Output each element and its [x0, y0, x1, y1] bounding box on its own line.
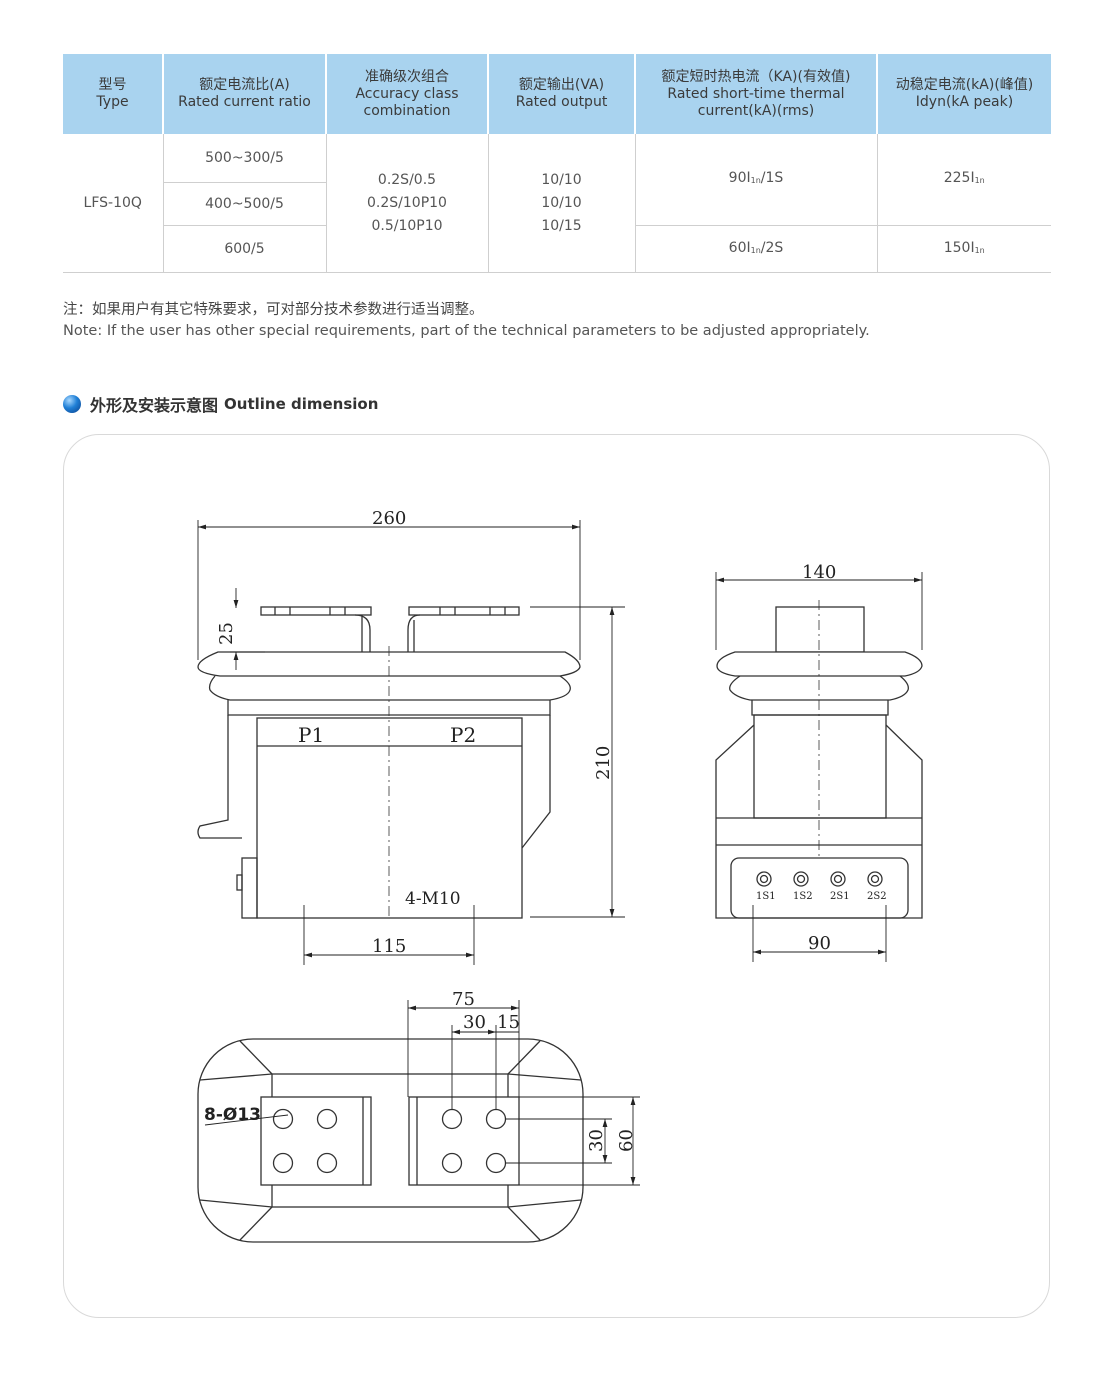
header-ratio: 额定电流比(A)Rated current ratio	[163, 54, 327, 134]
dim-vert-60: 60	[616, 1129, 637, 1152]
cell-type: LFS-10Q	[63, 134, 164, 273]
label-p1: P1	[298, 723, 324, 747]
label-mount-bolts: 4-M10	[405, 889, 461, 909]
dim-front-width: 260	[372, 508, 406, 529]
label-p2: P2	[450, 723, 476, 747]
cell-ratio-1: 500~300/5	[163, 134, 327, 183]
cell-output: 10/10 10/10 10/15	[488, 134, 636, 273]
table-row: 600/5 60I1n/2S 150I1n	[63, 225, 1051, 273]
header-output: 额定输出(VA)Rated output	[488, 54, 636, 134]
cell-thermal-2: 60I1n/2S	[635, 225, 878, 273]
label-holes: 8-Ø13	[204, 1105, 261, 1125]
front-dimensions	[197, 520, 625, 965]
header-thermal: 额定短时热电流（KA)(有效值)Rated short-time thermal…	[635, 54, 878, 134]
cell-ratio-2: 400~500/5	[163, 182, 327, 226]
dim-top-30: 30	[463, 1012, 486, 1033]
dim-mount-spacing: 115	[372, 936, 406, 957]
section-title-en: Outline dimension	[224, 395, 379, 413]
blue-bullet-icon	[63, 395, 81, 413]
cell-dynamic-2: 150I1n	[877, 225, 1051, 273]
section-title: 外形及安装示意图 Outline dimension	[63, 393, 378, 415]
note-english: Note: If the user has other special requ…	[63, 323, 870, 339]
cell-dynamic-1: 225I1n	[877, 134, 1051, 226]
top-view	[197, 1038, 584, 1243]
header-dynamic: 动稳定电流(kA)(峰值)Idyn(kA peak)	[877, 54, 1051, 134]
dim-top-75: 75	[452, 989, 475, 1010]
cell-ratio-3: 600/5	[163, 225, 327, 273]
dim-side-width: 140	[802, 562, 836, 583]
dim-front-height: 210	[593, 746, 614, 780]
table-row: 400~500/5	[63, 182, 1051, 226]
terminal-1s2: 1S2	[793, 891, 813, 902]
side-dimensions	[715, 572, 923, 962]
section-title-cn: 外形及安装示意图	[90, 396, 219, 415]
table-row: LFS-10Q 500~300/5 0.2S/0.5 0.2S/10P10 0.…	[63, 134, 1051, 273]
terminal-2s2: 2S2	[867, 891, 887, 902]
front-view	[197, 606, 581, 919]
cell-accuracy: 0.2S/0.5 0.2S/10P10 0.5/10P10	[326, 134, 489, 273]
dim-top-offset: 25	[216, 622, 237, 645]
terminal-1s1: 1S1	[756, 891, 776, 902]
terminal-2s1: 2S1	[830, 891, 850, 902]
side-view	[715, 600, 923, 919]
dim-terminal-spacing: 90	[808, 933, 831, 954]
dim-vert-30: 30	[586, 1129, 607, 1152]
cell-thermal-1: 90I1n/1S	[635, 134, 878, 226]
note-chinese: 注：如果用户有其它特殊要求，可对部分技术参数进行适当调整。	[63, 302, 484, 318]
top-dimensions	[204, 1000, 640, 1186]
drawing-frame	[63, 434, 1050, 1318]
dim-top-15: 15	[497, 1012, 520, 1033]
